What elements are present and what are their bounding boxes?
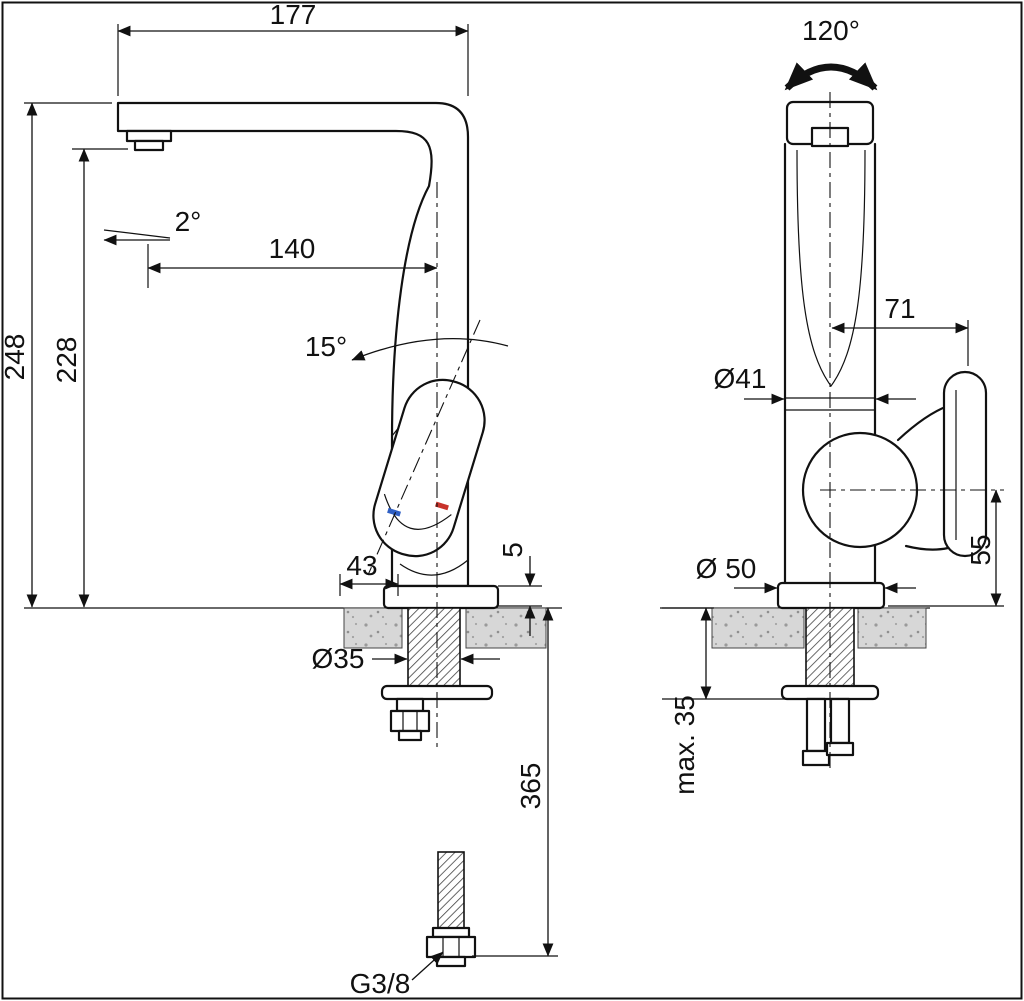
hot-indicator (435, 501, 449, 511)
dim-spout-height-label: 228 (51, 337, 82, 384)
dim-base-diameter: Ø 50 (696, 553, 916, 594)
supply-hose (437, 851, 465, 929)
spout-outlet (125, 129, 173, 143)
dim-base-diameter-label: Ø 50 (696, 553, 757, 584)
dim-max-mounting-thickness: max. 35 (662, 607, 790, 795)
swivel-arrow-icon (784, 62, 878, 91)
dim-handle-pivot-height-label: 55 (965, 534, 996, 565)
dim-handle-tilt: 15° (305, 331, 509, 362)
dim-body-diameter-label: Ø41 (714, 363, 767, 394)
dim-base-depth-label: 43 (346, 550, 377, 581)
hex-nut (389, 709, 431, 733)
dim-body-diameter: Ø41 (714, 363, 916, 405)
dim-swivel-angle-label: 120° (802, 15, 860, 46)
dim-thread-size: G3/8 (350, 951, 444, 999)
front-view: 120° (660, 15, 1004, 795)
countertop-front (711, 607, 927, 649)
handle-side (372, 378, 486, 558)
side-view: 177 248 228 2° 140 15° (0, 0, 562, 999)
handle-axis-centerline (367, 319, 481, 576)
dim-handle-reach-label: 71 (884, 293, 915, 324)
dim-total-height-label: 248 (0, 334, 30, 381)
dim-total-height: 248 (0, 102, 112, 608)
dim-handle-pivot-height: 55 (820, 489, 1004, 607)
spout-silhouette (796, 149, 866, 388)
handle-lever (942, 370, 988, 558)
dim-handle-tilt-label: 15° (305, 331, 347, 362)
dim-supply-hose-length-label: 365 (515, 763, 546, 810)
dim-spout-depth: 140 (147, 233, 438, 288)
dim-base-plate-height: 5 (497, 542, 542, 636)
hose-hex-nut (425, 935, 477, 959)
base-plate-side (382, 584, 500, 610)
hose-assembly (425, 851, 477, 968)
dim-spout-angle-label: 2° (175, 206, 202, 237)
dim-max-mounting-thickness-label: max. 35 (669, 695, 700, 795)
dim-hole-diameter-label: Ø35 (312, 643, 365, 674)
threaded-shank (407, 607, 461, 687)
dim-supply-hose-length: 365 (472, 607, 558, 957)
dim-spout-height: 228 (51, 148, 128, 608)
dim-thread-size-label: G3/8 (350, 968, 411, 999)
dim-spout-reach: 177 (117, 0, 469, 96)
cold-indicator (387, 507, 401, 517)
dim-spout-depth-label: 140 (269, 233, 316, 264)
base-plate-front (776, 581, 886, 610)
dim-base-plate-height-label: 5 (497, 542, 528, 558)
aerator (133, 139, 165, 152)
dim-handle-reach: 71 (831, 293, 969, 366)
dim-hole-diameter: Ø35 (312, 643, 500, 674)
dim-spout-angle: 2° (103, 206, 202, 246)
dim-base-depth: 43 (339, 550, 399, 596)
dim-spout-reach-label: 177 (270, 0, 317, 30)
